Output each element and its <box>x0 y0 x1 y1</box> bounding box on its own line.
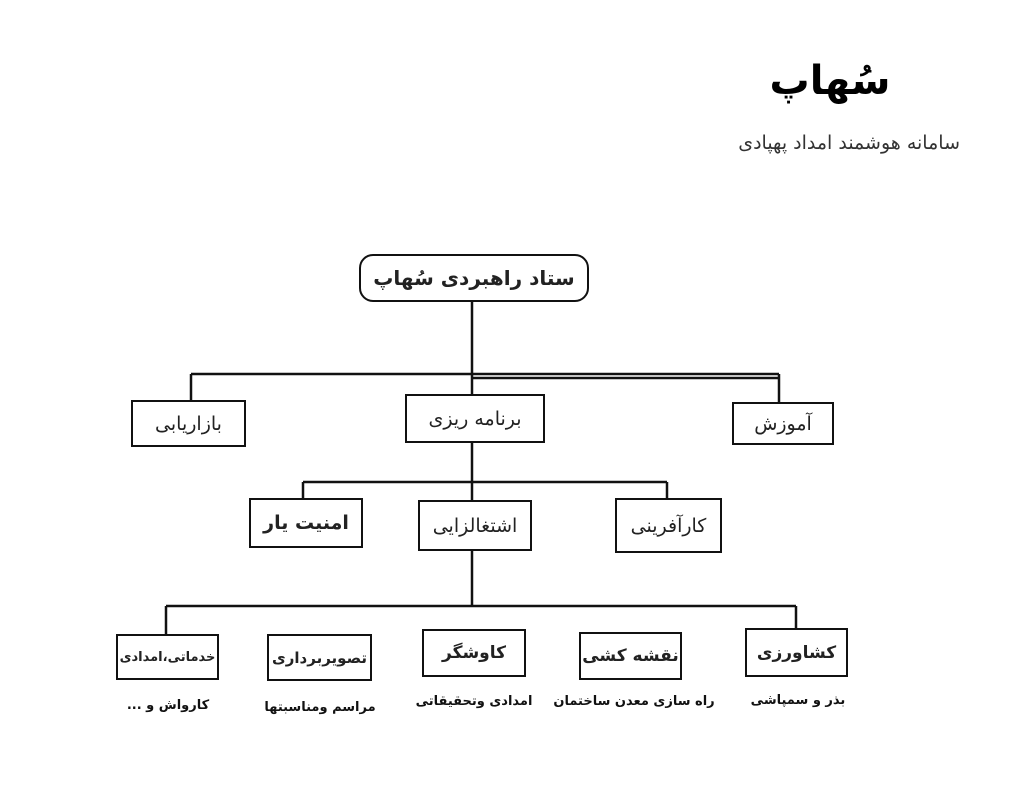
caption-agriculture: بذر و سمپاشی <box>750 693 846 708</box>
node-mapping: نقشه کشی <box>579 632 682 680</box>
node-marketing: بازاریابی <box>131 400 246 447</box>
caption-explorer: امدادی وتحقیقاتی <box>415 694 533 709</box>
node-agriculture: کشاورزی <box>745 628 848 677</box>
node-planning: برنامه ریزی <box>405 394 545 443</box>
node-security: امنیت یار <box>249 498 363 548</box>
node-explorer: کاوشگر <box>422 629 526 677</box>
caption-mapping: راه سازی معدن ساختمان <box>553 694 715 709</box>
root-node: ستاد راهبردی سُهاپ <box>359 254 589 302</box>
page-title: سُهاپ <box>769 58 891 104</box>
node-services: خدماتی،امدادی <box>116 634 219 680</box>
node-entrepreneurship: کارآفرینی <box>615 498 722 553</box>
page-subtitle: سامانه هوشمند امداد پهپادی <box>738 132 960 154</box>
caption-imaging: مراسم ومناسبتها <box>264 700 376 715</box>
caption-services: کارواش و ... <box>126 698 210 713</box>
node-imaging: تصویربرداری <box>267 634 372 681</box>
node-training: آموزش <box>732 402 834 445</box>
node-employment: اشتغالزایی <box>418 500 532 551</box>
